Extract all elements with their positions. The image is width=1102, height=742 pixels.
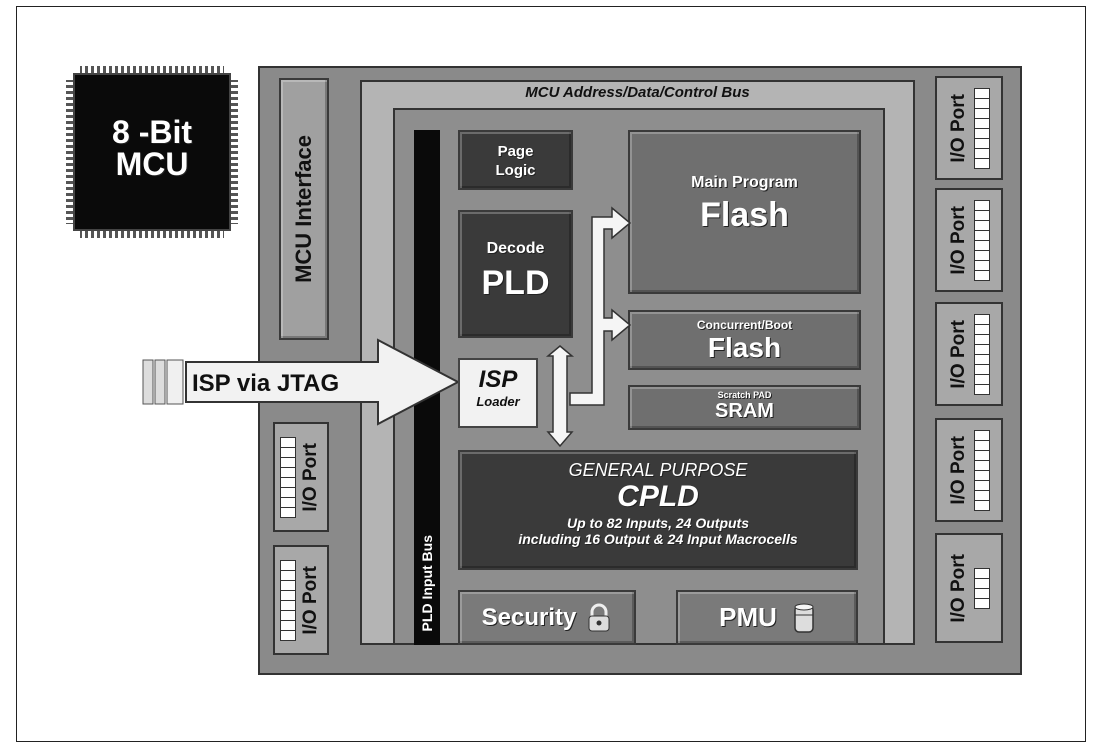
- pld-input-bus: PLD Input Bus: [414, 130, 440, 645]
- bus-label: MCU Address/Data/Control Bus: [525, 84, 750, 101]
- mcu-chip: 8 -Bit MCU: [66, 66, 238, 238]
- cpld-line1: GENERAL PURPOSE: [568, 460, 748, 480]
- mcu-interface: MCU Interface: [279, 78, 329, 340]
- isp-loader: ISP Loader: [458, 358, 538, 428]
- main-program-flash: Main Program Flash: [628, 130, 861, 294]
- pmu-label: PMU: [719, 602, 777, 632]
- io-port-right-2: I/O Port: [935, 188, 1003, 292]
- io-port-right-4: I/O Port: [935, 418, 1003, 522]
- io-port-label: I/O Port: [948, 435, 969, 505]
- mcu-interface-label: MCU Interface: [291, 135, 316, 283]
- decode-big: PLD: [481, 264, 550, 302]
- isp-jtag-label: ISP via JTAG: [192, 370, 340, 397]
- isp-loader-small: Loader: [476, 394, 520, 409]
- decode-pld: Decode PLD: [458, 210, 573, 338]
- io-port-left-2: I/O Port: [273, 545, 329, 655]
- chip-icon: [66, 66, 238, 238]
- isp-loader-big: ISP: [478, 366, 518, 393]
- cpld-line4: including 16 Output & 24 Input Macrocell…: [518, 531, 798, 547]
- general-purpose-cpld: GENERAL PURPOSE CPLD Up to 82 Inputs, 24…: [458, 450, 858, 570]
- io-port-label: I/O Port: [300, 442, 321, 512]
- main-flash-big: Flash: [700, 196, 789, 234]
- pmu-block: PMU: [676, 590, 858, 645]
- padlock-icon: [588, 603, 610, 631]
- mcu-chip-line1: 8 -Bit: [112, 114, 192, 150]
- decode-small: Decode: [486, 240, 545, 257]
- battery-icon: [794, 603, 814, 633]
- cpld-line2: CPLD: [617, 480, 699, 513]
- security-label: Security: [481, 603, 577, 631]
- io-port-bits: [280, 559, 296, 641]
- page-logic-line2: Logic: [495, 162, 536, 179]
- page-logic: Page Logic: [458, 130, 573, 190]
- io-port-label: I/O Port: [948, 553, 969, 623]
- io-port-label: I/O Port: [948, 319, 969, 389]
- io-port-label: I/O Port: [948, 93, 969, 163]
- main-flash-small: Main Program: [691, 174, 798, 191]
- io-port-label: I/O Port: [300, 565, 321, 635]
- sram-big: SRAM: [715, 400, 774, 422]
- boot-flash-big: Flash: [707, 332, 782, 363]
- security-block: Security: [458, 590, 636, 645]
- boot-flash-small: Concurrent/Boot: [696, 318, 793, 332]
- io-port-right-5: I/O Port: [935, 533, 1003, 643]
- io-port-bits: [974, 87, 990, 169]
- page-logic-line1: Page: [497, 143, 534, 160]
- sram-small: Scratch PAD: [717, 390, 772, 400]
- io-port-bits: [974, 199, 990, 281]
- boot-flash: Concurrent/Boot Flash: [628, 310, 861, 370]
- scratch-pad-sram: Scratch PAD SRAM: [628, 385, 861, 430]
- io-port-bits: [974, 313, 990, 395]
- io-port-label: I/O Port: [948, 205, 969, 275]
- cpld-line3: Up to 82 Inputs, 24 Outputs: [566, 515, 749, 531]
- io-port-bits: [974, 429, 990, 511]
- io-port-bits: [280, 436, 296, 518]
- io-port-right-3: I/O Port: [935, 302, 1003, 406]
- mcu-chip-line2: MCU: [115, 146, 189, 182]
- io-port-right-1: I/O Port: [935, 76, 1003, 180]
- pld-input-bus-label: PLD Input Bus: [419, 534, 435, 631]
- io-port-bits: [974, 567, 990, 609]
- io-port-left-1: I/O Port: [273, 422, 329, 532]
